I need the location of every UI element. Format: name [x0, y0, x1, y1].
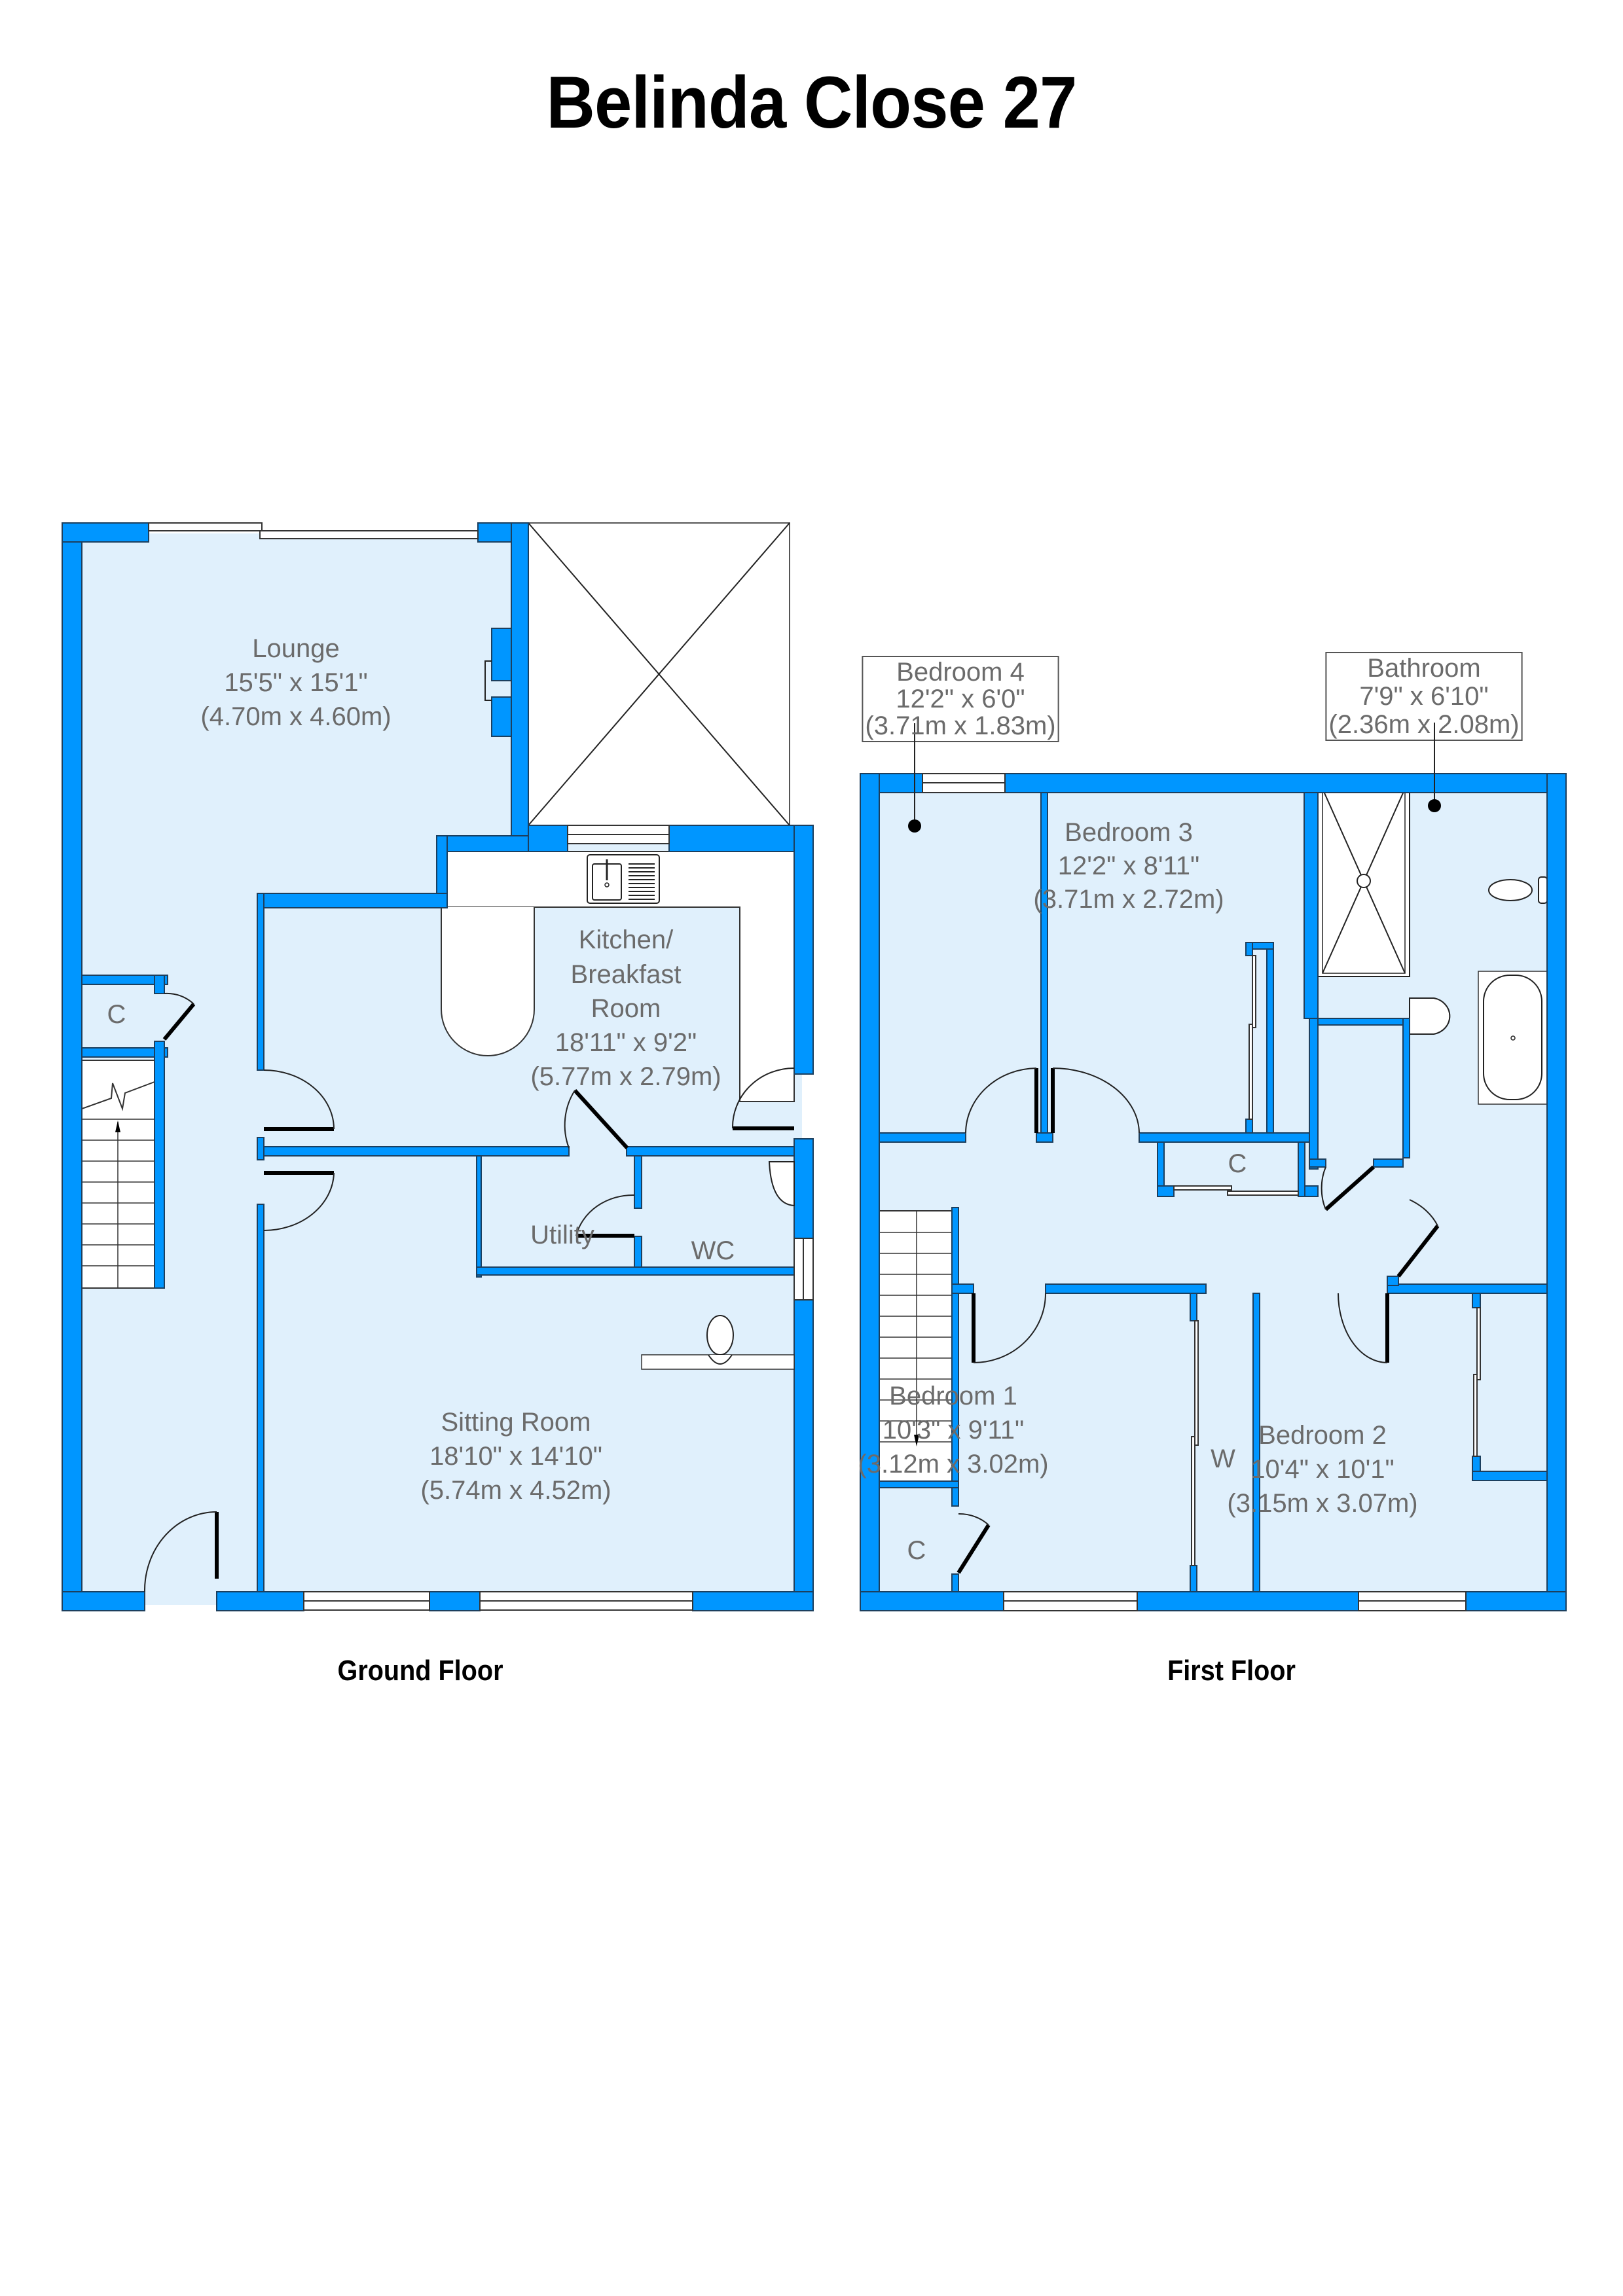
window: [922, 782, 1006, 793]
bedroom4-callout: [862, 656, 1059, 833]
kitchen-label-2: Breakfast: [571, 960, 682, 989]
kitchen-imperial: 18'11" x 9'2": [555, 1028, 697, 1057]
first-doors: [957, 1067, 1440, 1574]
bedroom4-metric: (3.71m x 1.83m): [865, 711, 1055, 740]
wc-fixtures: [641, 1161, 795, 1370]
bedroom3-label: Bedroom 3: [1065, 818, 1193, 847]
basin-icon: [768, 1161, 795, 1207]
sitting-room-metric: (5.74m x 4.52m): [420, 1476, 611, 1505]
window: [259, 530, 479, 539]
stairs-up-arrow-icon: [115, 1121, 120, 1132]
sitting-room-floor: [259, 1152, 802, 1604]
first-floor-label: First Floor: [1167, 1655, 1296, 1687]
stairs-down-arrow-icon: [914, 1435, 919, 1446]
first-room-labels: Bedroom 4 12'2" x 6'0" (3.71m x 1.83m) B…: [858, 654, 1519, 1565]
kitchen-label-1: Kitchen/: [579, 925, 674, 954]
basin-icon: [1409, 997, 1451, 1035]
bathroom-metric: (2.36m x 2.08m): [1328, 710, 1519, 739]
toilet-icon: [706, 1315, 734, 1355]
bedroom1-imperial: 10'3" x 9'11": [883, 1416, 1024, 1444]
kitchen-label-3: Room: [591, 994, 661, 1023]
bedroom2-imperial: 10'4" x 10'1": [1250, 1455, 1394, 1484]
bedroom3-metric: (3.71m x 2.72m): [1033, 885, 1224, 914]
window: [922, 773, 1006, 783]
bedroom1-label: Bedroom 1: [889, 1382, 1017, 1410]
first-windows: [922, 773, 1481, 1611]
landing-cupboard-label: C: [1228, 1149, 1247, 1178]
bedroom2-label: Bedroom 2: [1258, 1421, 1387, 1450]
window: [567, 834, 670, 844]
ground-floor-plan: Lounge 15'5" x 15'1" (4.70m x 4.60m) Kit…: [62, 522, 814, 1611]
first-floor-fill: [871, 785, 1558, 1604]
wardrobe-label: W: [1211, 1444, 1235, 1473]
window: [1358, 1591, 1467, 1602]
bathroom-imperial: 7'9" x 6'10": [1359, 682, 1488, 711]
ground-room-labels: Lounge 15'5" x 15'1" (4.70m x 4.60m) Kit…: [107, 634, 735, 1505]
utility-label: Utility: [530, 1221, 594, 1249]
sitting-room-imperial: 18'10" x 14'10": [429, 1442, 602, 1471]
bedroom4-imperial: 12'2" x 6'0": [896, 685, 1025, 713]
ground-stairs: [81, 1060, 155, 1289]
window: [1003, 1591, 1138, 1602]
sitting-room-label: Sitting Room: [441, 1408, 591, 1437]
window: [303, 1600, 430, 1611]
kitchen-sink-icon: [587, 854, 660, 904]
kitchen-metric: (5.77m x 2.79m): [530, 1062, 721, 1091]
wc-label: WC: [691, 1236, 735, 1265]
bedroom3-imperial: 12'2" x 8'11": [1058, 852, 1199, 880]
window: [1358, 1600, 1467, 1611]
door: [573, 1088, 629, 1150]
bedroom2-metric: (3.15m x 3.07m): [1227, 1489, 1417, 1518]
shower-icon: [1317, 785, 1410, 977]
front-entrance-floor: [141, 1590, 216, 1605]
window: [1003, 1600, 1138, 1611]
light-fitting-icon: [1428, 799, 1441, 812]
window: [479, 1600, 693, 1611]
light-fitting-icon: [908, 819, 921, 833]
lounge-imperial: 15'5" x 15'1": [224, 668, 367, 697]
bedroom4-label: Bedroom 4: [896, 658, 1025, 687]
window: [303, 1591, 430, 1602]
bedroom1-metric: (3.12m x 3.02m): [858, 1450, 1048, 1479]
ground-doors: [143, 992, 795, 1592]
cupboard-label: C: [107, 1000, 126, 1029]
stairs-cupboard-label: C: [907, 1536, 926, 1565]
door: [162, 1003, 196, 1041]
ground-floor-label: Ground Floor: [337, 1655, 503, 1687]
void-area: [528, 522, 790, 826]
window: [567, 825, 670, 835]
first-floor-plan: Bedroom 4 12'2" x 6'0" (3.71m x 1.83m) B…: [858, 652, 1567, 1611]
bathroom-label: Bathroom: [1367, 654, 1480, 683]
toilet-icon: [1488, 876, 1548, 904]
ground-windows: [148, 522, 814, 1611]
lounge-label: Lounge: [252, 634, 339, 663]
window: [793, 1238, 804, 1300]
page-title: Belinda Close 27: [546, 62, 1078, 143]
first-stairs: [879, 1210, 953, 1486]
bathroom-callout: [1325, 652, 1523, 812]
bath-icon: [1478, 971, 1548, 1105]
window: [803, 1238, 814, 1300]
window: [479, 1591, 693, 1602]
lounge-metric: (4.70m x 4.60m): [200, 702, 391, 731]
breakfast-bar: [441, 907, 535, 1056]
window: [148, 522, 263, 531]
